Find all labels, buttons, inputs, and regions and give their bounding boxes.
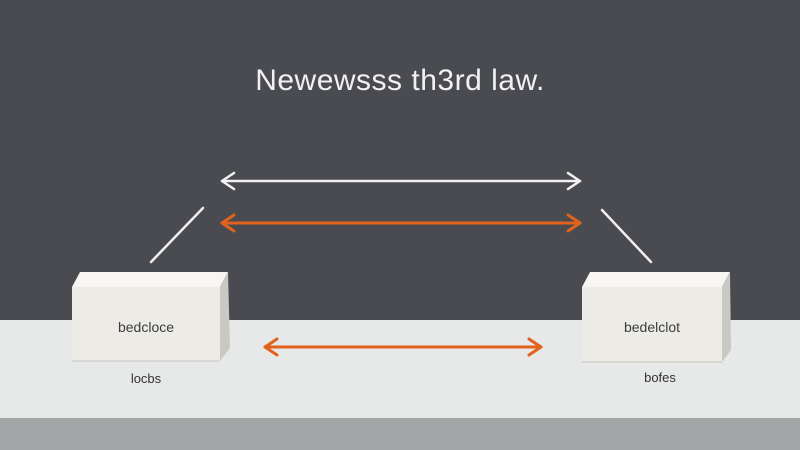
right-block-caption: bofes (644, 370, 676, 385)
right-block (582, 272, 731, 363)
background-wall (0, 0, 800, 320)
left-block-label: bedcloce (117, 319, 175, 335)
diagram-title: Newewsss th3rd law. (255, 64, 545, 97)
right-block-label: bedelclot (623, 319, 681, 335)
floor-orange-double-arrow (263, 337, 543, 357)
baseboard (0, 418, 800, 450)
middle-orange-double-arrow (220, 213, 582, 233)
left-block (72, 272, 230, 362)
top-white-double-arrow (220, 171, 582, 191)
right-slanted-line (600, 208, 653, 264)
left-block-caption: locbs (130, 371, 162, 386)
left-slanted-line (149, 206, 205, 264)
